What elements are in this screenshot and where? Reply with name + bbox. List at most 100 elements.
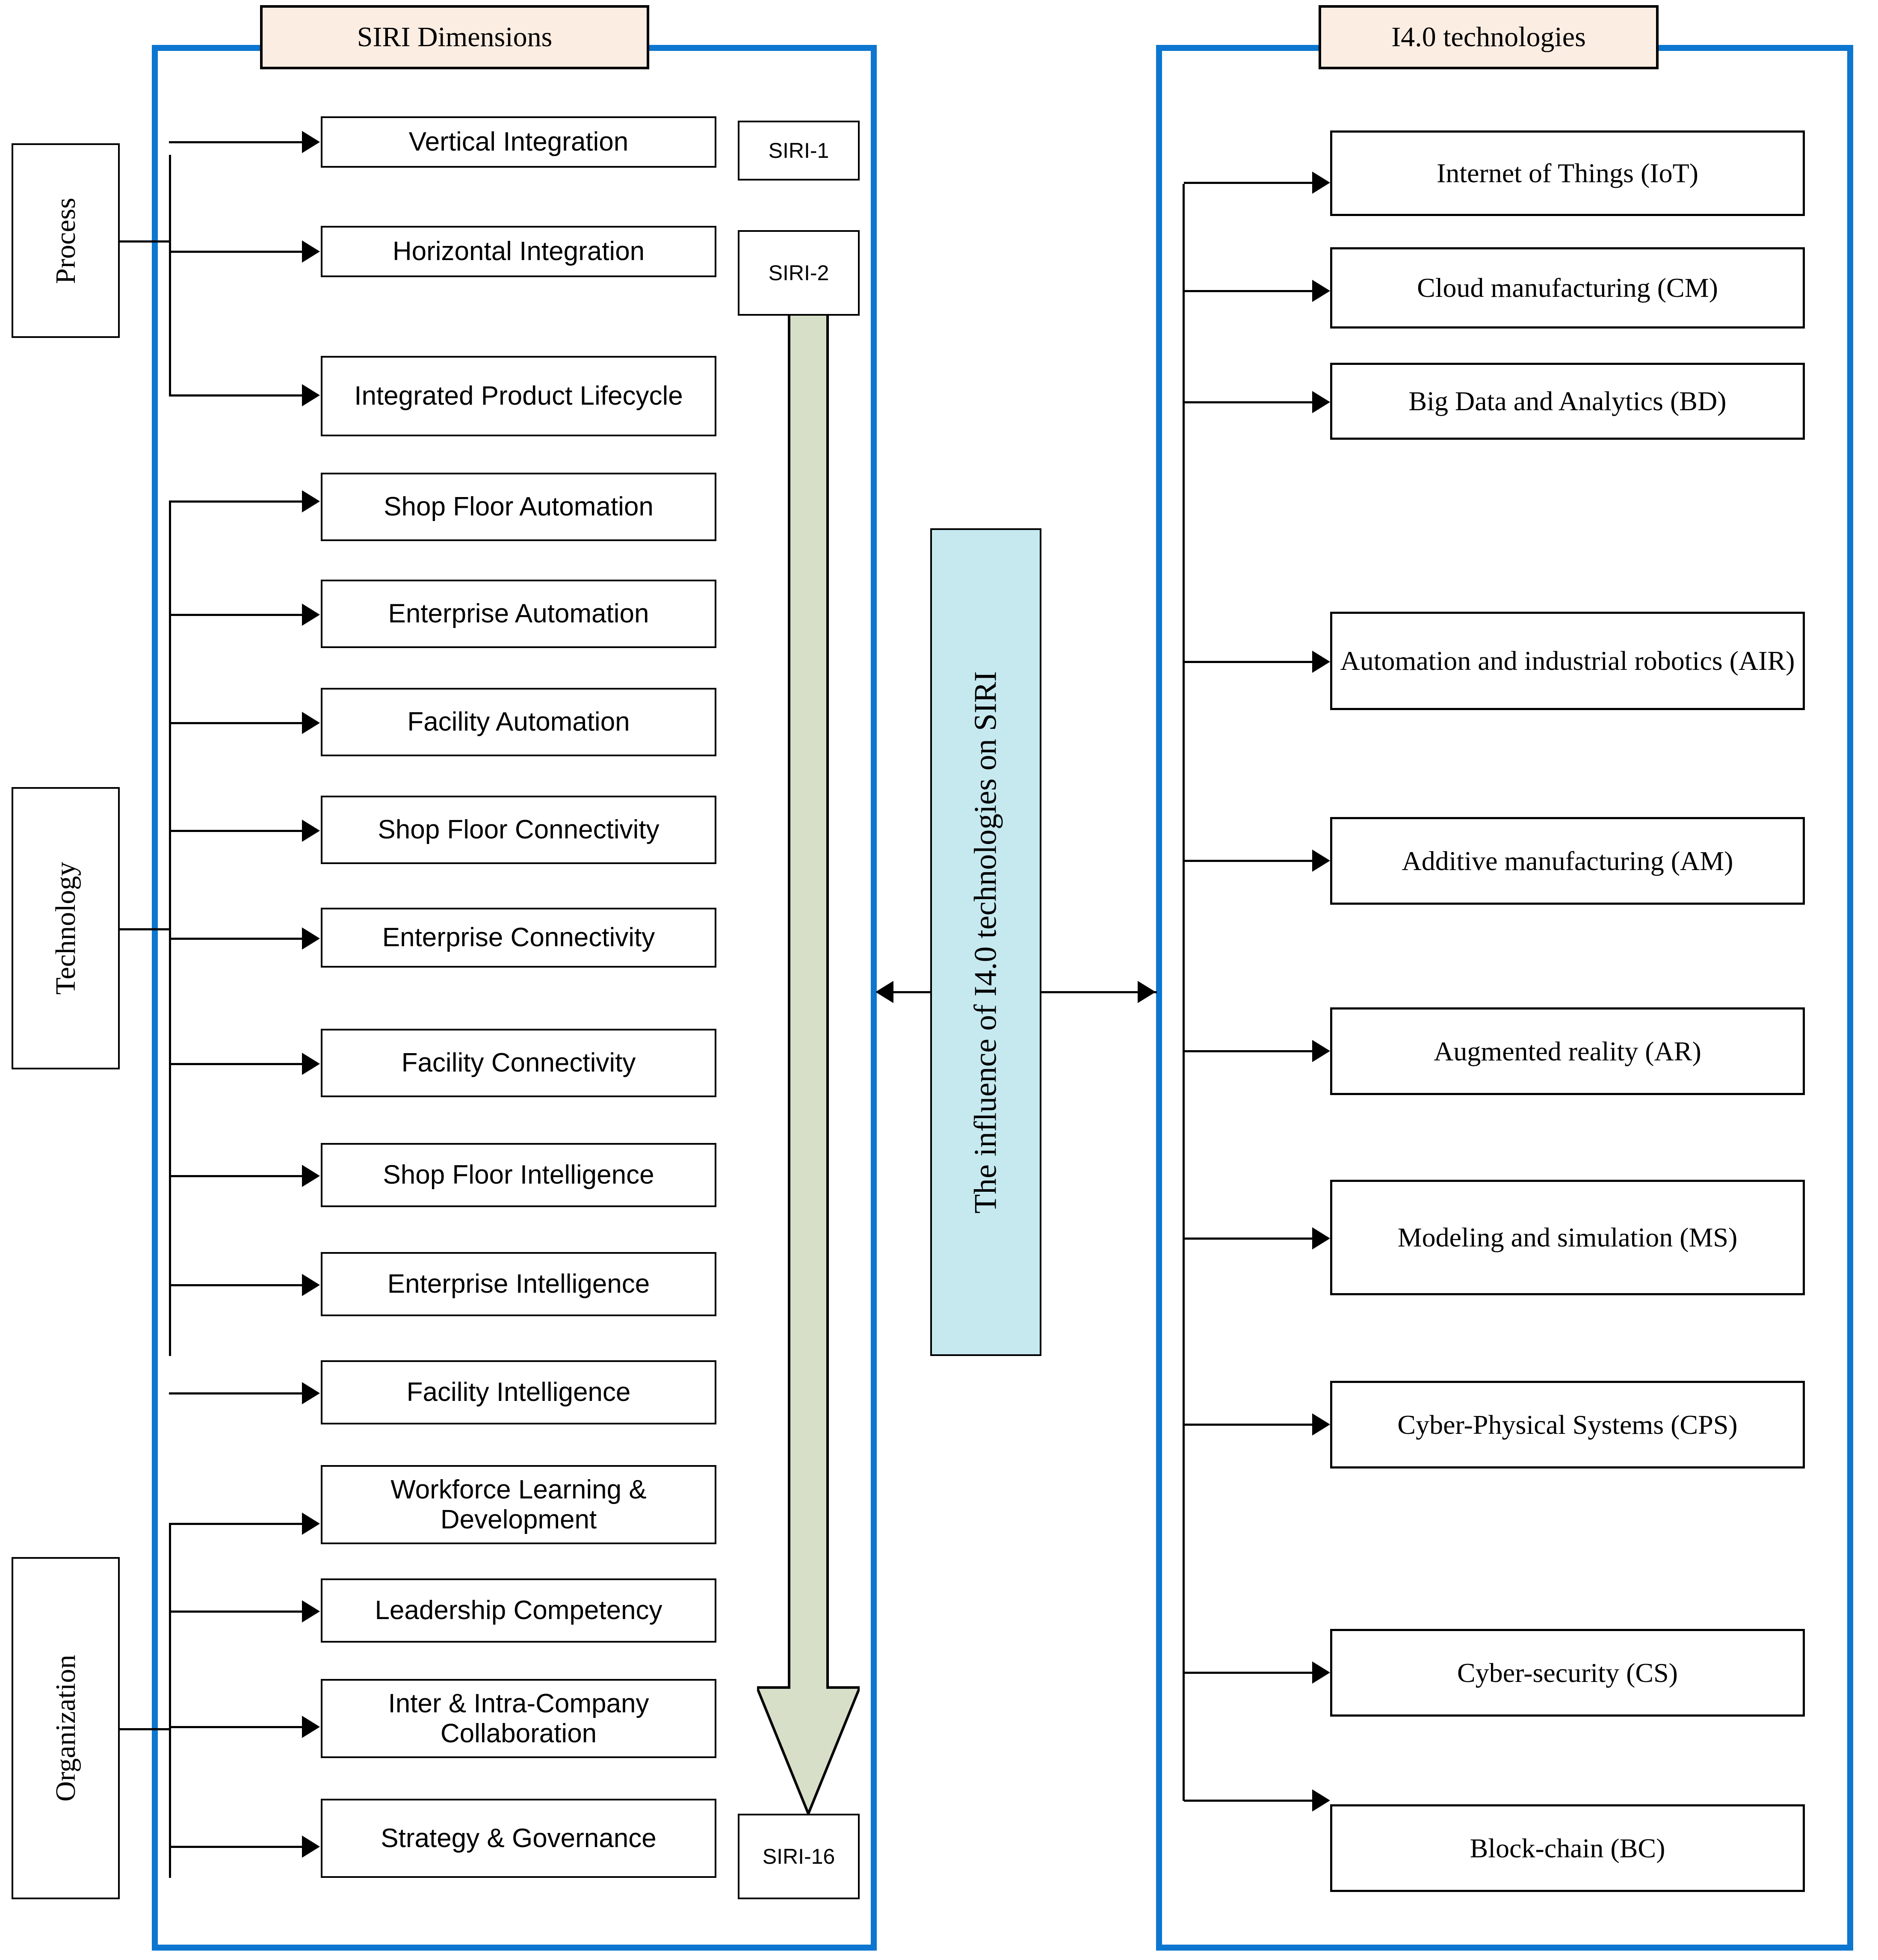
tech-box[interactable]: Cyber-security (CS) (1330, 1629, 1805, 1717)
arrow-head-icon (1312, 651, 1330, 673)
connector-line (1184, 401, 1316, 403)
siri-dimension-box[interactable]: Horizontal Integration (321, 226, 716, 277)
siri-dimension-box[interactable]: Strategy & Governance (321, 1799, 716, 1878)
siri-dimension-box[interactable]: Facility Connectivity (321, 1029, 716, 1097)
siri-sequence-arrow-icon (757, 314, 860, 1814)
arrow-head-left-icon (875, 981, 893, 1003)
connector-line (1184, 661, 1316, 663)
connector-line (169, 830, 304, 832)
connector-line (1184, 290, 1316, 292)
arrow-head-icon (1312, 1040, 1330, 1062)
tech-box[interactable]: Internet of Things (IoT) (1330, 130, 1805, 216)
process-bus-line (169, 155, 171, 394)
connector-line (169, 1175, 304, 1177)
category-box-organization: Organization (12, 1557, 120, 1899)
connector-line (1184, 860, 1316, 862)
connector-line (169, 614, 304, 616)
technology-bus-line (169, 500, 171, 1356)
organization-bus-line (169, 1523, 171, 1878)
arrow-head-icon (302, 384, 320, 406)
tech-box[interactable]: Cloud manufacturing (CM) (1330, 247, 1805, 329)
tech-box[interactable]: Cyber-Physical Systems (CPS) (1330, 1381, 1805, 1469)
category-box-technology: Technology (12, 787, 120, 1069)
arrow-head-icon (302, 490, 320, 512)
tech-box[interactable]: Block-chain (BC) (1330, 1804, 1805, 1892)
siri-dimension-box[interactable]: Shop Floor Intelligence (321, 1143, 716, 1207)
siri-dimension-box[interactable]: Integrated Product Lifecycle (321, 356, 716, 436)
arrow-head-icon (302, 1513, 320, 1535)
tech-box[interactable]: Automation and industrial robotics (AIR) (1330, 612, 1805, 710)
arrow-head-icon (1312, 172, 1330, 194)
tech-box[interactable]: Additive manufacturing (AM) (1330, 817, 1805, 905)
tech-box[interactable]: Augmented reality (AR) (1330, 1007, 1805, 1095)
siri-dimension-box[interactable]: Enterprise Automation (321, 580, 716, 648)
connector-line (1184, 1800, 1316, 1802)
category-label-technology: Technology (50, 862, 81, 995)
connector-line (1184, 1672, 1316, 1674)
connector-line (169, 1726, 304, 1728)
connector-line (169, 1284, 304, 1286)
siri-dimension-box[interactable]: Leadership Competency (321, 1578, 716, 1643)
arrow-head-icon (1312, 850, 1330, 872)
connector-line (1184, 1238, 1316, 1240)
connector-line (169, 1063, 304, 1065)
arrow-head-icon (302, 1600, 320, 1622)
connector-line (169, 1523, 304, 1525)
siri-dimension-box[interactable]: Enterprise Connectivity (321, 908, 716, 968)
arrow-head-icon (1312, 1661, 1330, 1684)
siri-dimension-box[interactable]: Vertical Integration (321, 116, 716, 168)
arrow-head-icon (1312, 1227, 1330, 1249)
arrow-head-icon (302, 1053, 320, 1075)
arrow-head-icon (302, 927, 320, 950)
connector-line (169, 251, 304, 253)
connector-line (169, 938, 304, 940)
connector-line (169, 1611, 304, 1613)
connector-line (1184, 1424, 1316, 1426)
right-panel-title: I4.0 technologies (1319, 5, 1659, 69)
arrow-head-icon (302, 1836, 320, 1858)
arrow-head-icon (302, 820, 320, 842)
arrow-head-icon (1312, 1789, 1330, 1812)
arrow-head-icon (302, 604, 320, 626)
connector-line (1184, 182, 1316, 184)
connector-line (169, 394, 304, 397)
arrow-head-icon (302, 712, 320, 734)
connector-line (169, 1846, 304, 1848)
arrow-head-icon (302, 1382, 320, 1404)
connector-line (169, 500, 304, 503)
tech-box[interactable]: Modeling and simulation (MS) (1330, 1180, 1805, 1295)
siri-dimension-box[interactable]: Shop Floor Automation (321, 473, 716, 541)
arrow-head-right-icon (1138, 981, 1156, 1003)
arrow-head-icon (1312, 1413, 1330, 1436)
arrow-head-icon (302, 1165, 320, 1187)
siri-dimension-box[interactable]: Facility Intelligence (321, 1360, 716, 1424)
connector-line (169, 1392, 304, 1395)
category-label-process: Process (50, 197, 81, 284)
center-influence-box: The influence of I4.0 technologies on SI… (930, 528, 1041, 1356)
organization-stem-line (120, 1728, 171, 1730)
center-left-connector-line (881, 991, 932, 993)
tech-box[interactable]: Big Data and Analytics (BD) (1330, 363, 1805, 440)
connector-line (1184, 1050, 1316, 1052)
connector-line (169, 141, 304, 143)
category-label-organization: Organization (50, 1655, 81, 1802)
process-stem-line (120, 240, 171, 243)
center-right-connector-line (1039, 991, 1157, 993)
center-influence-label: The influence of I4.0 technologies on SI… (968, 671, 1003, 1214)
siri-dimension-box[interactable]: Enterprise Intelligence (321, 1252, 716, 1316)
right-panel-frame (1156, 45, 1853, 1951)
siri-dimension-box[interactable]: Workforce Learning & Development (321, 1465, 716, 1544)
siri-code-box-second: SIRI-2 (738, 230, 860, 316)
connector-line (169, 722, 304, 724)
siri-dimension-box[interactable]: Shop Floor Connectivity (321, 796, 716, 864)
arrow-head-icon (302, 1716, 320, 1738)
arrow-head-icon (302, 1274, 320, 1296)
category-box-process: Process (12, 143, 120, 338)
arrow-head-icon (302, 131, 320, 153)
siri-code-box-last: SIRI-16 (738, 1814, 860, 1899)
tech-bus-line (1183, 184, 1185, 1801)
technology-stem-line (120, 928, 171, 930)
siri-dimension-box[interactable]: Facility Automation (321, 688, 716, 756)
siri-dimension-box[interactable]: Inter & Intra-Company Collaboration (321, 1679, 716, 1758)
